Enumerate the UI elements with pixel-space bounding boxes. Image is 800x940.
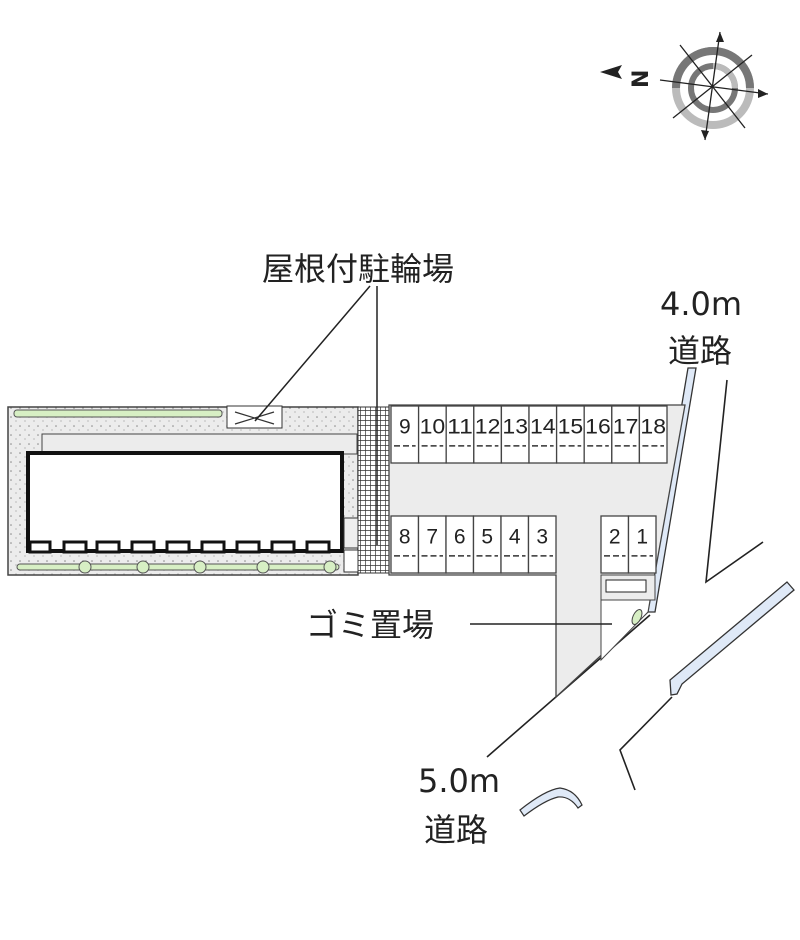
parking-space: 12 (473, 405, 503, 464)
road-north-label: 道路 (668, 332, 732, 370)
parking-space: 6 (445, 515, 475, 574)
parking-space: 8 (390, 515, 420, 574)
parking-space-number: 7 (426, 525, 438, 548)
parking-space: 10 (417, 405, 447, 464)
parking-space-number: 4 (509, 525, 521, 548)
parking-space-number: 1 (636, 525, 648, 548)
road-north-width: 4.0m (660, 285, 742, 323)
apartment-building (26, 451, 344, 553)
parking-space-number: 3 (536, 525, 548, 548)
parking-space-number: 12 (475, 415, 501, 438)
bike-parking-shelter (226, 405, 283, 429)
parking-space: 4 (500, 515, 530, 574)
parking-space: 5 (472, 515, 502, 574)
parking-space: 2 (600, 515, 630, 574)
hedge-north (13, 409, 223, 418)
road-south-width: 5.0m (418, 762, 500, 800)
parking-space-number: 15 (558, 415, 584, 438)
parking-space: 11 (445, 405, 475, 464)
parking-space: 15 (555, 405, 585, 464)
parking-space-number: 18 (640, 415, 666, 438)
parking-space-number: 16 (585, 415, 611, 438)
parking-space-number: 8 (399, 525, 411, 548)
parking-space: 1 (627, 515, 657, 574)
parking-space-number: 14 (530, 415, 556, 438)
parking-space: 14 (528, 405, 558, 464)
parking-space-number: 6 (454, 525, 466, 548)
road-south-label: 道路 (424, 811, 488, 849)
parking-space: 3 (527, 515, 557, 574)
parking-space-number: 17 (613, 415, 639, 438)
parking-space: 17 (611, 405, 641, 464)
parking-space-number: 5 (481, 525, 493, 548)
garbage-bin (605, 579, 647, 593)
parking-space-number: 9 (399, 415, 411, 438)
compass-north-label: N (629, 70, 654, 88)
parking-space: 18 (638, 405, 668, 464)
parking-space: 9 (390, 405, 420, 464)
parking-space: 16 (583, 405, 613, 464)
parking-space: 13 (500, 405, 530, 464)
parking-space-number: 13 (502, 415, 528, 438)
parking-space-number: 11 (447, 415, 473, 438)
mesh-walkway (357, 406, 390, 574)
parking-space-number: 2 (609, 525, 621, 548)
hedge-south (16, 563, 340, 571)
parking-space-number: 10 (420, 415, 446, 438)
leader-lines (254, 285, 612, 625)
compass-icon: N (600, 31, 769, 141)
parking-space: 7 (417, 515, 447, 574)
bike-parking-label: 屋根付駐輪場 (262, 250, 454, 288)
garbage-label: ゴミ置場 (306, 606, 434, 644)
building-lot (7, 405, 390, 576)
